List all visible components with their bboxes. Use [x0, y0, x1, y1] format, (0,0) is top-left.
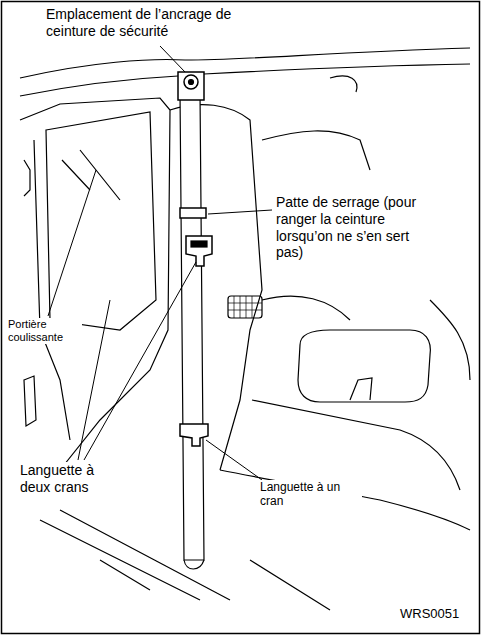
sliding-door — [34, 140, 70, 440]
door-opening — [20, 98, 170, 470]
glass-hatch — [62, 150, 120, 200]
rear-panel — [262, 131, 370, 170]
leader-line — [206, 440, 262, 480]
two-notch-tongue — [186, 236, 212, 266]
part-label: Languette à deux crans — [18, 462, 127, 496]
leader-line — [84, 262, 196, 460]
roof-line — [20, 76, 178, 96]
figure-code: WRS0051 — [398, 606, 461, 622]
vent-grille — [228, 296, 262, 318]
door-handle — [24, 160, 30, 196]
door-handle — [24, 376, 36, 426]
tongue-slot — [191, 241, 207, 247]
one-notch-tongue — [180, 424, 208, 446]
trim-detail — [330, 76, 357, 92]
anchor-bolt — [189, 80, 194, 85]
leader-line — [48, 170, 96, 316]
roof-line — [204, 64, 470, 74]
seat-back — [262, 296, 470, 380]
leader-line — [208, 210, 272, 214]
roof-line — [20, 48, 470, 78]
belt-anchor — [178, 72, 204, 100]
leader-line — [78, 300, 110, 460]
part-label: Patte de serrage (pour ranger la ceintur… — [274, 194, 428, 261]
vent-grille — [228, 296, 262, 318]
seat-edge — [220, 470, 470, 530]
rear-window — [298, 330, 430, 402]
buckle — [350, 378, 372, 400]
seat-cushion — [252, 400, 460, 490]
part-label: Portière coulissante — [6, 318, 82, 344]
storage-clip — [180, 208, 206, 218]
part-label: Languette à un cran — [258, 480, 362, 509]
seat-belt — [180, 92, 204, 560]
anchor-bolt — [184, 75, 198, 89]
part-label: Emplacement de l’ancrage de ceinture de … — [44, 6, 278, 40]
leader-line — [160, 46, 185, 72]
door-window — [46, 112, 156, 330]
belt-end — [184, 560, 204, 569]
